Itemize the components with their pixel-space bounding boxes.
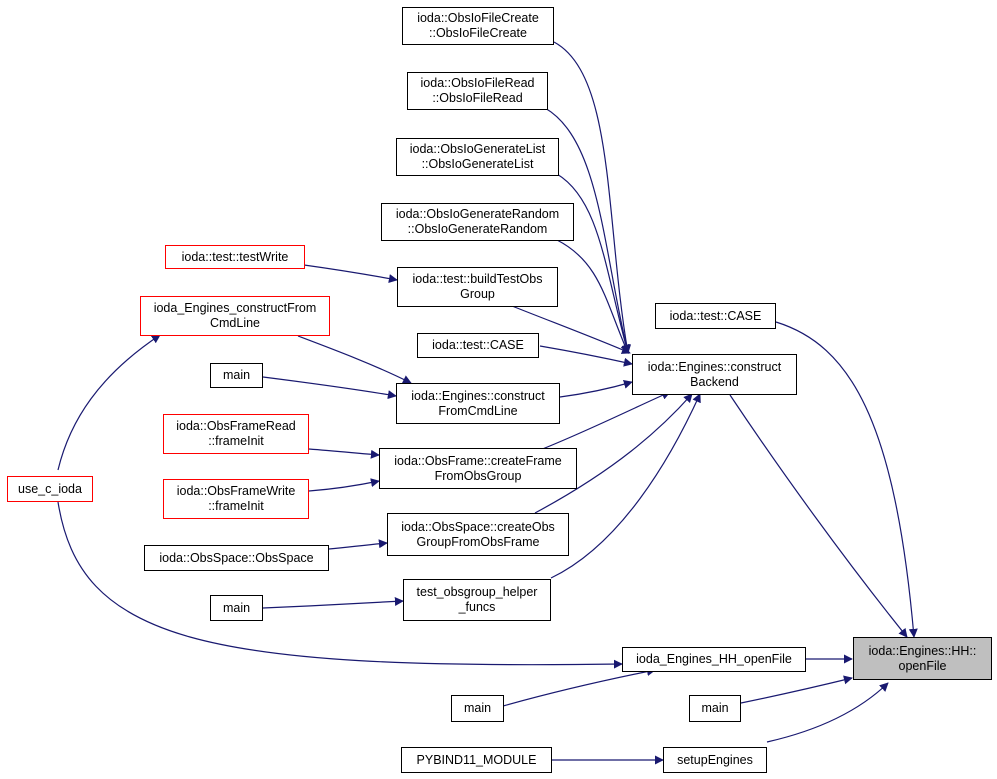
node-label: CmdLine bbox=[209, 316, 261, 330]
node-label: main bbox=[222, 368, 251, 382]
edge-constructbackend-hhopenfile bbox=[729, 394, 908, 638]
edge-setupengines-hhopenfile bbox=[766, 682, 889, 743]
node-main-1[interactable]: main bbox=[210, 363, 263, 388]
edge-testwrite-buildtestobsgroup bbox=[303, 264, 398, 283]
edge-obsiofilecreate-constructbackend bbox=[553, 41, 632, 354]
node-pybind11-module[interactable]: PYBIND11_MODULE bbox=[401, 747, 552, 773]
node-label: test_obsgroup_helper bbox=[416, 585, 538, 599]
edge-createframe-constructbackend bbox=[539, 391, 671, 451]
node-label: ::frameInit bbox=[208, 434, 264, 448]
node-test-obsgroup-helper[interactable]: test_obsgroup_helper _funcs bbox=[403, 579, 551, 621]
node-ioda-engines-constructfromcmdline[interactable]: ioda_Engines_constructFrom CmdLine bbox=[140, 296, 330, 336]
edge-constructfromcmdline-constructbackend bbox=[559, 379, 633, 398]
node-label: ioda::ObsIoFileRead bbox=[420, 76, 535, 90]
edge-obsiogeneraterandom-constructbackend bbox=[556, 239, 629, 354]
edge-obsframeread-createframe bbox=[308, 448, 380, 459]
edge-obsspace-createobsgroup bbox=[328, 539, 388, 550]
node-label: main bbox=[463, 701, 492, 715]
node-main-2[interactable]: main bbox=[210, 595, 263, 621]
node-testwrite[interactable]: ioda::test::testWrite bbox=[165, 245, 305, 269]
edge-main1-constructfromcmdline bbox=[262, 376, 397, 400]
edge-useio-hhopenfile bbox=[57, 501, 623, 669]
edge-main3-engineshhopenfile bbox=[502, 667, 656, 707]
node-label: ioda::ObsFrameWrite bbox=[176, 484, 296, 498]
node-obsspace[interactable]: ioda::ObsSpace::ObsSpace bbox=[144, 545, 329, 571]
node-obsiofileread[interactable]: ioda::ObsIoFileRead ::ObsIoFileRead bbox=[407, 72, 548, 110]
node-label: ioda::Engines::HH:: bbox=[868, 643, 977, 658]
node-label: ioda::test::buildTestObs bbox=[412, 272, 543, 286]
node-label: ::ObsIoGenerateList bbox=[421, 157, 534, 171]
node-label: _funcs bbox=[458, 600, 496, 614]
node-createobsgroup[interactable]: ioda::ObsSpace::createObs GroupFromObsFr… bbox=[387, 513, 569, 556]
node-test-case-2[interactable]: ioda::test::CASE bbox=[655, 303, 776, 329]
node-label: FromObsGroup bbox=[434, 468, 522, 483]
node-label: main bbox=[701, 701, 729, 715]
node-label: ioda::test::CASE bbox=[669, 308, 762, 323]
edge-obsiofileread-constructbackend bbox=[544, 107, 631, 354]
node-obsiogeneratelist[interactable]: ioda::ObsIoGenerateList ::ObsIoGenerateL… bbox=[396, 138, 559, 176]
edge-main2-testobsgroup bbox=[262, 596, 404, 609]
node-buildtestobsgroup[interactable]: ioda::test::buildTestObs Group bbox=[397, 267, 558, 307]
edge-testcase1-constructbackend bbox=[539, 345, 633, 367]
node-label: ioda::ObsSpace::createObs bbox=[401, 519, 555, 534]
node-setupengines[interactable]: setupEngines bbox=[663, 747, 767, 773]
node-label: setupEngines bbox=[677, 752, 753, 767]
node-label: GroupFromObsFrame bbox=[416, 534, 540, 549]
node-label: ioda::Engines::construct bbox=[411, 388, 545, 403]
node-label: ioda::ObsSpace::ObsSpace bbox=[159, 550, 314, 565]
node-label: Backend bbox=[690, 374, 739, 389]
edge-createobsgroup-constructbackend bbox=[534, 393, 693, 514]
node-label: ::frameInit bbox=[208, 499, 264, 513]
node-main-3[interactable]: main bbox=[451, 695, 504, 722]
node-ioda-engines-hh-openfile[interactable]: ioda_Engines_HH_openFile bbox=[622, 647, 806, 672]
node-label: ioda::test::testWrite bbox=[181, 249, 289, 264]
node-obsframewrite[interactable]: ioda::ObsFrameWrite ::frameInit bbox=[163, 479, 309, 519]
node-label: ioda::ObsIoGenerateRandom bbox=[395, 207, 560, 221]
edge-obsframewrite-createframe bbox=[308, 478, 380, 492]
edge-useio-cmdline-c bbox=[57, 334, 161, 471]
edge-obsiogeneratelist-constructbackend bbox=[556, 173, 631, 354]
node-label: ioda_Engines_HH_openFile bbox=[636, 652, 792, 666]
node-label: ioda::ObsFrame::createFrame bbox=[394, 453, 562, 468]
node-label: use_c_ioda bbox=[18, 481, 82, 496]
edge-buildtestobsgroup-constructbackend bbox=[511, 305, 631, 354]
node-label: main bbox=[222, 600, 251, 615]
node-label: FromCmdLine bbox=[438, 403, 518, 418]
node-label: ioda::ObsFrameRead bbox=[176, 419, 296, 433]
node-constructfromcmdline[interactable]: ioda::Engines::construct FromCmdLine bbox=[396, 383, 560, 424]
node-label: ioda::ObsIoFileCreate bbox=[417, 11, 539, 25]
node-label: PYBIND11_MODULE bbox=[416, 752, 537, 767]
edge-main4-hhopenfile bbox=[740, 675, 853, 704]
node-label: ioda::Engines::construct bbox=[647, 359, 782, 374]
node-label: ::ObsIoGenerateRandom bbox=[407, 222, 548, 236]
node-label: ioda::ObsIoGenerateList bbox=[409, 142, 546, 156]
node-obsframeread[interactable]: ioda::ObsFrameRead ::frameInit bbox=[163, 414, 309, 454]
node-createframe[interactable]: ioda::ObsFrame::createFrame FromObsGroup bbox=[379, 448, 577, 489]
node-label: ::ObsIoFileRead bbox=[432, 91, 523, 105]
node-obsiofilecreate[interactable]: ioda::ObsIoFileCreate ::ObsIoFileCreate bbox=[402, 7, 554, 45]
node-label: openFile bbox=[898, 658, 947, 673]
node-constructbackend[interactable]: ioda::Engines::construct Backend bbox=[632, 354, 797, 395]
node-main-4[interactable]: main bbox=[689, 695, 741, 722]
node-test-case-1[interactable]: ioda::test::CASE bbox=[417, 333, 539, 358]
node-label: ioda::test::CASE bbox=[432, 338, 524, 352]
node-hh-openfile: ioda::Engines::HH:: openFile bbox=[853, 637, 992, 680]
edge-testcase2-hhopenfile bbox=[775, 321, 918, 638]
node-label: Group bbox=[460, 287, 495, 301]
node-label: ioda_Engines_constructFrom bbox=[153, 301, 317, 315]
node-label: ::ObsIoFileCreate bbox=[429, 26, 527, 40]
node-obsiogeneraterandom[interactable]: ioda::ObsIoGenerateRandom ::ObsIoGenerat… bbox=[381, 203, 574, 241]
edge-testobsgroup-constructbackend bbox=[550, 393, 701, 579]
node-use-c-ioda[interactable]: use_c_ioda bbox=[7, 476, 93, 502]
edge-cmdline-c-constructfromcmdline bbox=[297, 335, 412, 384]
